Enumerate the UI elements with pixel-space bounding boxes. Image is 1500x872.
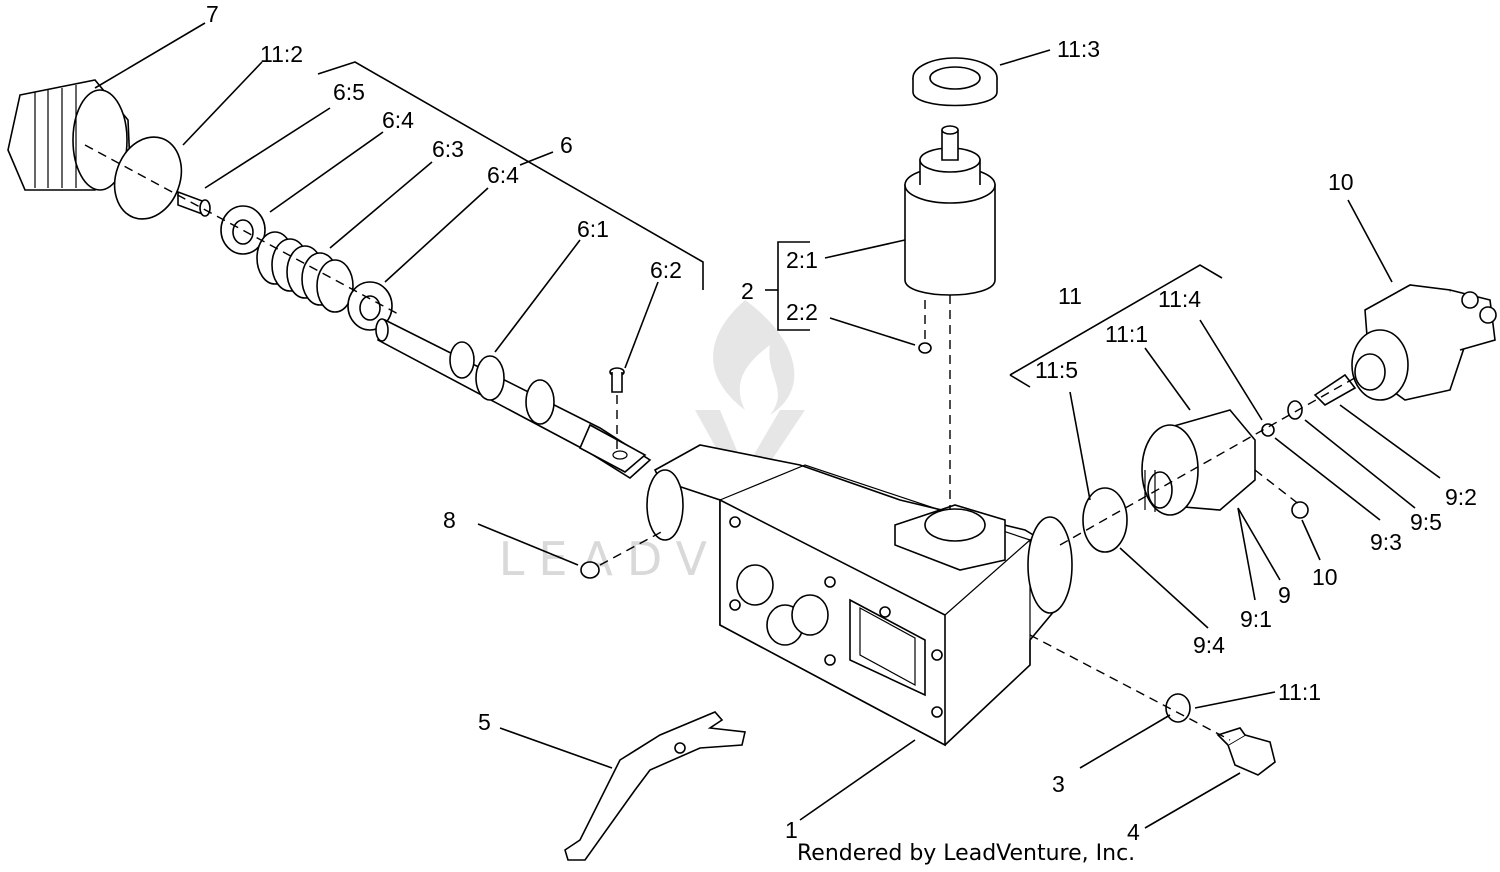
part-1-valve-body [646,444,1073,747]
callout-9-1: 9:1 [1240,606,1272,632]
callout-6-5: 6:5 [333,79,365,105]
centerline-item-3-4 [1029,634,1231,741]
callout-11-5: 11:5 [1035,357,1078,383]
callout-2-1: 2:1 [786,247,818,273]
callout-11-3: 11:3 [1057,36,1100,62]
callout-5: 5 [478,709,491,735]
part-9-3-ball [1261,423,1275,437]
callout-4: 4 [1127,819,1140,845]
callout-9-4: 9:4 [1193,632,1225,658]
part-4-plug [1216,727,1276,776]
part-11-3-bearing-seal [912,57,998,107]
part-3-oring [1165,693,1191,723]
part-9-5-oring [1287,400,1303,420]
callout-6-1: 6:1 [577,216,609,242]
part-5-lever [564,711,746,861]
callout-3: 3 [1052,771,1065,797]
part-8-plug [580,561,600,579]
callout-7: 7 [206,1,219,27]
callout-6: 6 [560,132,573,158]
part-7-cap [7,79,131,191]
part-10-plug-small [1291,501,1309,519]
callout-1: 1 [785,817,798,843]
part-6-4-washer-b [347,281,393,331]
callout-9: 9 [1278,582,1291,608]
callout-11-1-a: 11:1 [1105,321,1148,347]
v-watermark-icon [695,410,805,500]
bracket-2 [777,241,810,331]
centerline-item-10 [1254,469,1301,506]
callout-11-4: 11:4 [1158,286,1201,312]
part-6-2-pin [609,367,625,393]
part-2-1-valve-stem [904,125,996,296]
centerline-item-9 [1059,374,1361,546]
part-10-sender [1351,284,1497,401]
callout-2: 2 [741,278,754,304]
part-6-3-spring [256,231,354,313]
callout-6-4-b: 6:4 [487,162,519,188]
leader-lines [94,22,1441,829]
callout-6-4-a: 6:4 [382,107,414,133]
part-11-2-oring [113,136,183,220]
callout-6-2: 6:2 [650,257,682,283]
callout-11: 11 [1058,283,1082,309]
bracket-11-end [1009,374,1031,388]
callout-9-5: 9:5 [1410,509,1442,535]
callout-9-2: 9:2 [1445,484,1477,510]
callout-9-3: 9:3 [1370,529,1402,555]
bracket-11 [1009,264,1223,376]
callout-11-1-b: 11:1 [1278,679,1321,705]
part-6-5-pin [177,190,211,217]
credit-line: Rendered by LeadVenture, Inc. [797,841,1135,866]
callout-10-bottom: 10 [1312,564,1338,590]
part-9-2-poppet [1313,373,1357,406]
callout-10-top: 10 [1328,169,1354,195]
callout-11-2: 11:2 [260,41,303,67]
part-2-2-screw [918,342,932,354]
callout-6-3: 6:3 [432,136,464,162]
part-9-1-adapter [1141,409,1256,516]
flame-watermark-icon [713,300,795,415]
centerline-item-8 [599,529,666,566]
callout-8: 8 [443,507,456,533]
callout-2-2: 2:2 [786,299,818,325]
part-6-1-spool [375,318,652,479]
part-6-4-washer-a [220,205,266,255]
